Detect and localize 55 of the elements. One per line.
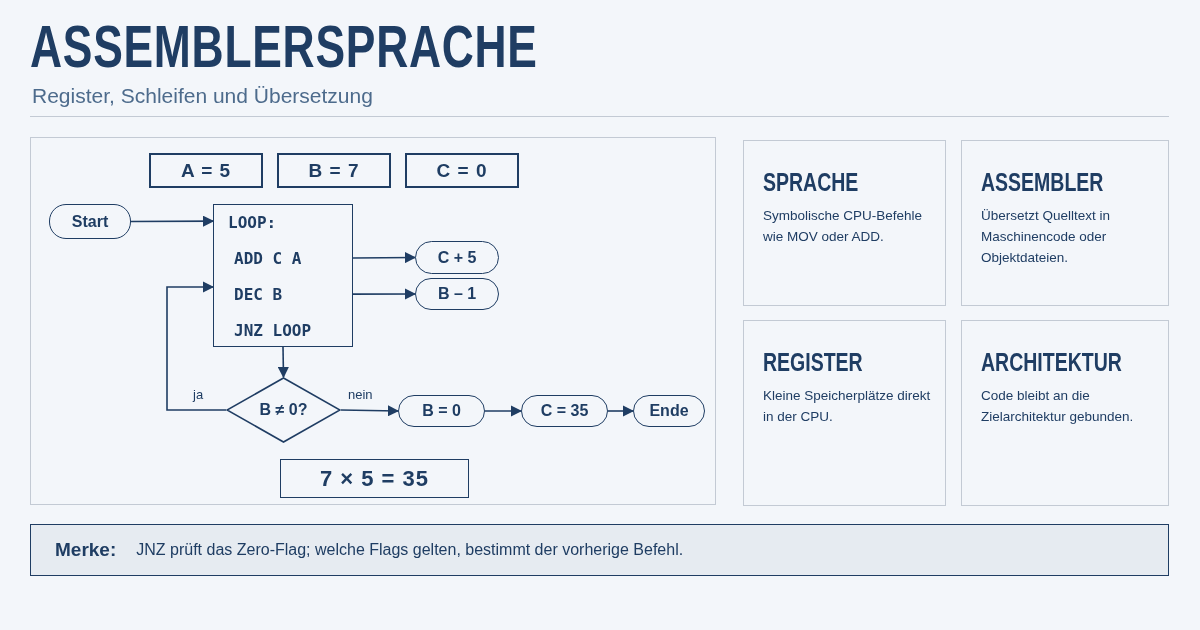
node-label: Start — [71, 212, 109, 231]
card-text: Kleine Speicherplätze direkt in der CPU. — [763, 387, 932, 426]
code-line: JNZ LOOP — [234, 320, 312, 342]
arrow — [340, 405, 400, 417]
result-pill — [415, 241, 499, 274]
arrow — [166, 281, 227, 411]
flow-panel — [30, 137, 716, 505]
note-label: Merke: — [55, 539, 117, 561]
result-pill — [415, 278, 499, 310]
node-label: C = 35 — [540, 402, 589, 420]
register-box — [405, 153, 519, 188]
card-text: Code bleibt an die Zielarchitektur gebunden. — [981, 387, 1135, 426]
arrow — [484, 405, 523, 417]
node-label: B = 7 — [308, 159, 360, 182]
node-label: 7 × 5 = 35 — [319, 465, 430, 492]
arrow — [607, 405, 635, 417]
node-label: Ende — [649, 402, 689, 420]
title: ASSEMBLERSPRACHE — [30, 14, 538, 80]
arrow — [352, 288, 417, 300]
code-label: LOOP: — [228, 212, 277, 234]
arrow — [352, 252, 417, 264]
result-box — [280, 459, 469, 498]
card-text: Übersetzt Quelltext in Maschinencode oder Objektdateien. — [981, 207, 1112, 267]
terminal-pill — [633, 395, 705, 427]
card-heading: ARCHITEKTUR — [981, 347, 1122, 377]
result-pill — [521, 395, 608, 427]
info-card — [743, 320, 946, 506]
note-text: JNZ prüft das Zero-Flag; welche Flags gelten, bestimmt der vorherige Befehl. — [136, 541, 684, 559]
node-label: C + 5 — [437, 248, 477, 267]
node-label: C = 0 — [436, 159, 488, 182]
node-label: A = 5 — [180, 159, 232, 182]
node-label: B ≠ 0? — [259, 401, 308, 419]
info-card — [961, 320, 1169, 506]
edge-label: nein — [346, 387, 375, 402]
code-line: ADD C A — [234, 248, 302, 270]
card-text: Symbolische CPU-Befehle wie MOV oder ADD. — [763, 207, 924, 246]
card-heading: SPRACHE — [763, 167, 859, 197]
result-pill — [398, 395, 485, 427]
arrow — [277, 346, 289, 379]
code-line: DEC B — [234, 284, 283, 306]
code-box — [213, 204, 353, 347]
node-label: B – 1 — [437, 285, 477, 303]
register-box — [149, 153, 263, 188]
terminal-pill — [49, 204, 131, 239]
node-label: B = 0 — [422, 402, 461, 420]
decision-diamond — [226, 377, 341, 443]
edge-label: ja — [191, 387, 206, 402]
register-box — [277, 153, 391, 188]
subtitle: Register, Schleifen und Übersetzung — [32, 83, 373, 109]
info-card — [743, 140, 946, 306]
card-heading: REGISTER — [763, 347, 863, 377]
card-heading: ASSEMBLER — [981, 167, 1104, 197]
arrow — [130, 215, 215, 227]
note-box — [30, 524, 1169, 576]
info-card — [961, 140, 1169, 306]
